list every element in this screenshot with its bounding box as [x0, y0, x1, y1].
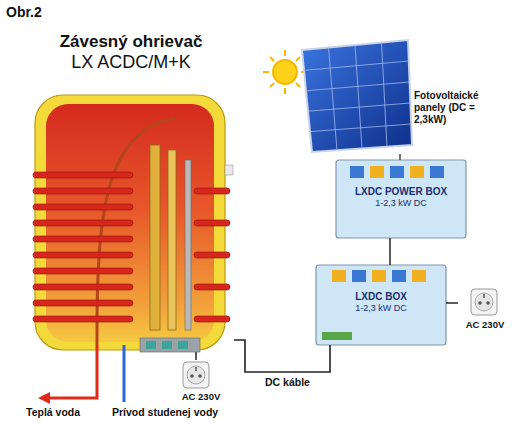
heater-model: LX ACDC/M+K	[28, 52, 234, 74]
socket-icon	[183, 362, 209, 388]
socket-label: AC 230V	[170, 391, 232, 402]
edge-label: DC káble	[263, 376, 312, 388]
box-title: LXDC POWER BOX	[340, 186, 462, 198]
box-rating: 1-2,3 kW DC	[340, 198, 462, 209]
pipe-label: Prívod studenej vody	[112, 406, 218, 418]
control-box	[336, 160, 466, 238]
socket-node: AC 230V	[458, 286, 512, 334]
sun-icon	[263, 50, 307, 94]
pv-node: Fotovoltaické panely (DC = 2,3kW)	[296, 36, 510, 154]
control-box: LXDC POWER BOX1-2,3 kW DC	[336, 160, 466, 238]
socket-label: AC 230V	[458, 319, 512, 330]
socket-icon	[471, 289, 497, 315]
pv-label: Fotovoltaické panely (DC = 2,3kW)	[414, 90, 508, 126]
pipe-label: Teplá voda	[26, 406, 80, 418]
cable-line	[446, 302, 458, 304]
box-rating: 1-2,3 kW DC	[320, 303, 442, 314]
water-pipes	[38, 345, 124, 404]
control-box: LXDC BOX1-2,3 kW DC	[316, 265, 446, 345]
cable-line	[399, 154, 401, 160]
control-box	[316, 265, 446, 345]
box-title: LXDC BOX	[320, 291, 442, 303]
cable-line	[389, 238, 391, 265]
cable-line	[234, 340, 330, 372]
figure-number: Obr.2	[6, 4, 42, 20]
heater-tank	[33, 95, 233, 352]
heater-title: Závesný ohrievač	[28, 32, 234, 52]
heater-node: Závesný ohrievačLX ACDC/M+K	[28, 28, 234, 352]
socket-node: AC 230V	[170, 360, 232, 404]
pv-panel	[302, 40, 412, 152]
cable-line	[195, 352, 197, 360]
